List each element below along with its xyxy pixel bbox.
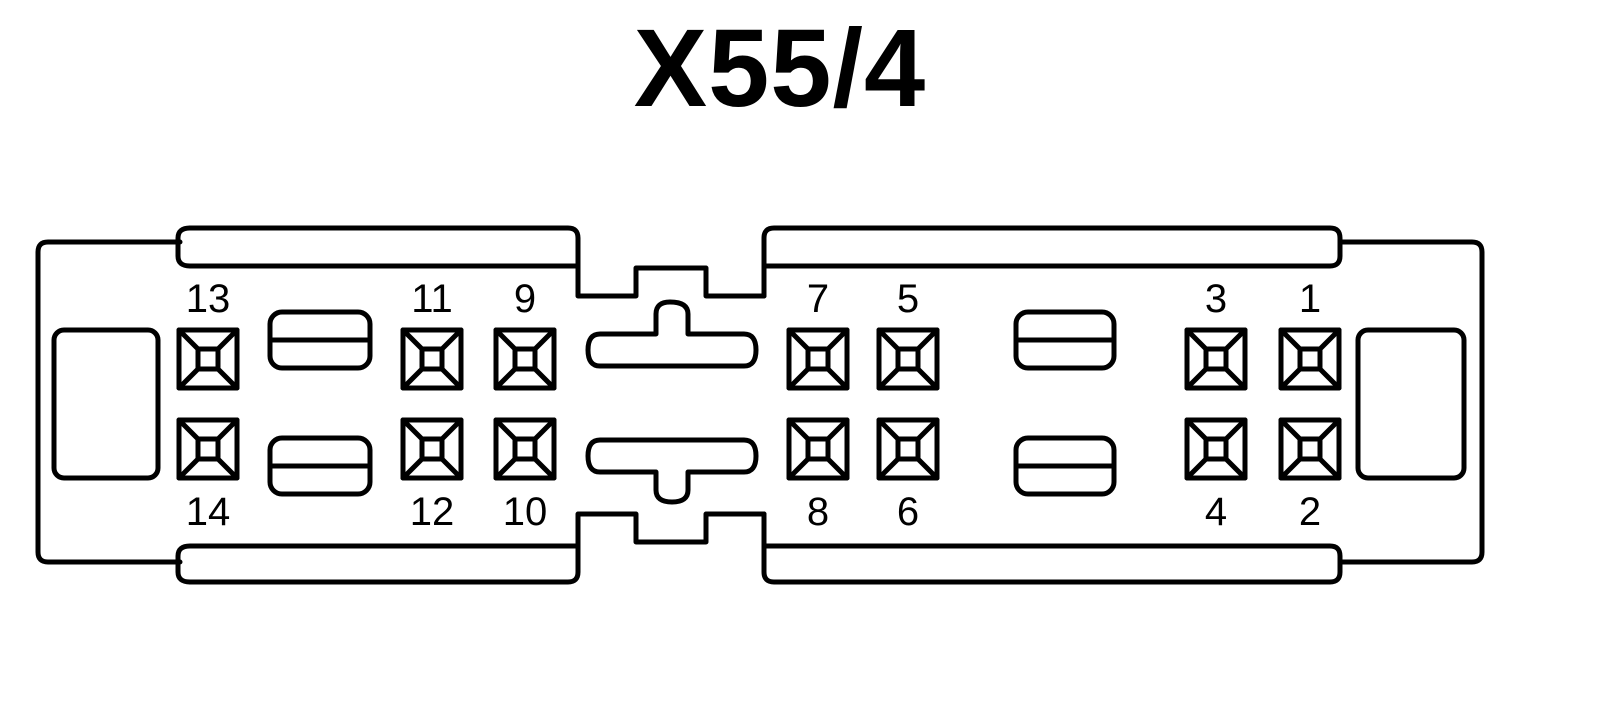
coding-key bbox=[1013, 309, 1117, 371]
pin-cavity-11 bbox=[400, 327, 464, 391]
top-rail-right bbox=[761, 225, 1343, 299]
pin-cavity-10 bbox=[493, 417, 557, 481]
pin-label-4: 4 bbox=[1205, 490, 1227, 534]
pin-label-8: 8 bbox=[807, 490, 829, 534]
pin-cavity-9 bbox=[493, 327, 557, 391]
pin-cavity-1 bbox=[1278, 327, 1342, 391]
connector-title: X55/4 bbox=[633, 7, 927, 130]
pin-cavity-5 bbox=[876, 327, 940, 391]
pin-cavity-3 bbox=[1184, 327, 1248, 391]
left-latch-window bbox=[51, 327, 161, 481]
bottom-rail-left-inner bbox=[175, 543, 581, 585]
pin-label-3: 3 bbox=[1205, 277, 1227, 321]
top-rail-left bbox=[187, 225, 767, 299]
coding-key bbox=[267, 309, 373, 371]
right-latch-window bbox=[1355, 327, 1467, 481]
pin-label-6: 6 bbox=[897, 490, 919, 534]
pin-label-2: 2 bbox=[1299, 490, 1321, 534]
pin-label-11: 11 bbox=[411, 277, 453, 321]
pin-label-14: 14 bbox=[186, 490, 231, 534]
pin-cavity-8 bbox=[786, 417, 850, 481]
coding-key bbox=[267, 435, 373, 497]
pin-cavity-13 bbox=[176, 327, 240, 391]
pin-label-9: 9 bbox=[514, 277, 536, 321]
pin-label-1: 1 bbox=[1299, 277, 1321, 321]
pin-label-5: 5 bbox=[897, 277, 919, 321]
pin-cavity-14 bbox=[176, 417, 240, 481]
top-rail-left-inner bbox=[175, 225, 581, 269]
pin-cavity-2 bbox=[1278, 417, 1342, 481]
center-key-bottom bbox=[585, 437, 759, 505]
pin-cavity-7 bbox=[786, 327, 850, 391]
pin-cavity-12 bbox=[400, 417, 464, 481]
pin-label-12: 12 bbox=[410, 490, 455, 534]
pin-label-13: 13 bbox=[186, 277, 231, 321]
pin-label-7: 7 bbox=[807, 277, 829, 321]
center-key-top bbox=[585, 299, 759, 369]
pin-cavity-6 bbox=[876, 417, 940, 481]
pin-labels-layer: 13 11 9 7 5 3 1 14 12 10 8 6 4 2 bbox=[186, 277, 1321, 534]
bottom-rail-right bbox=[761, 511, 1343, 585]
pin-label-10: 10 bbox=[503, 490, 548, 534]
connector-housing bbox=[35, 239, 1485, 565]
pin-cavity-4 bbox=[1184, 417, 1248, 481]
bottom-rail-left bbox=[187, 511, 767, 585]
coding-key bbox=[1013, 435, 1117, 497]
pins-layer bbox=[176, 327, 1342, 481]
